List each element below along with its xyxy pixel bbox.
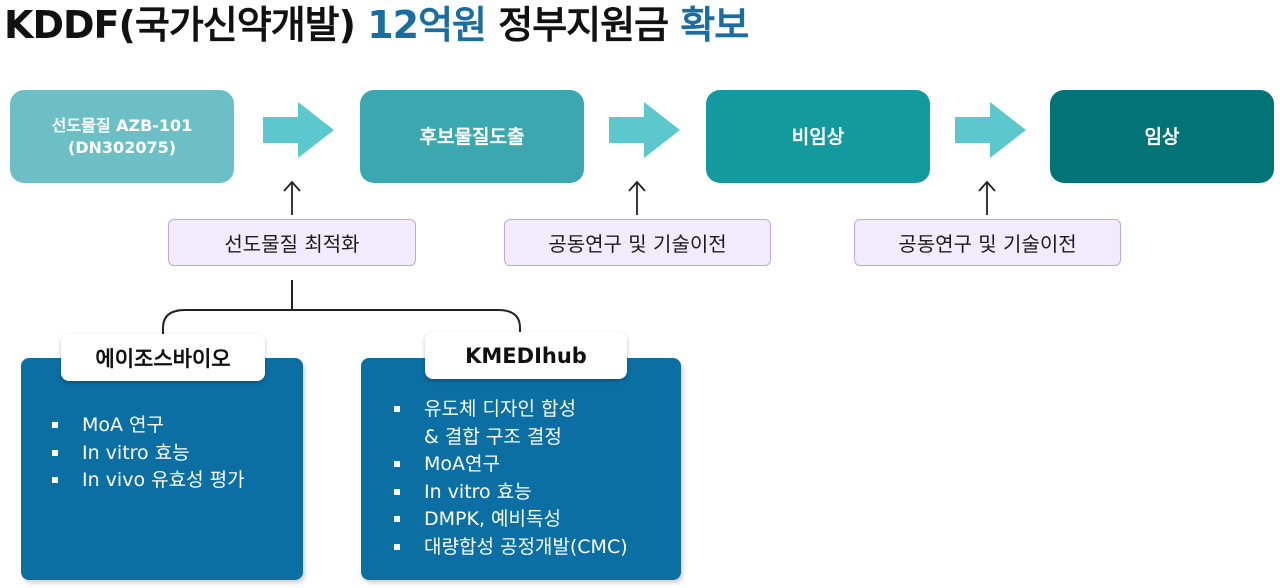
up-arrow-1 bbox=[283, 180, 301, 215]
pill-label: 선도물질 최적화 bbox=[224, 232, 360, 256]
task-item: MoA연구 bbox=[394, 451, 679, 479]
task-item: MoA 연구 bbox=[52, 412, 302, 440]
title-amount: 12억원 bbox=[367, 3, 487, 47]
title-part3: 정부지원금 bbox=[486, 3, 681, 47]
title-secured: 확보 bbox=[680, 3, 749, 47]
bullet-icon bbox=[394, 461, 400, 467]
stage-label: 비임상 bbox=[791, 125, 845, 148]
task-text: In vitro 효능 bbox=[424, 480, 532, 503]
task-item: In vivo 유효성 평가 bbox=[52, 467, 302, 495]
title-part1: KDDF(국가신약개발) bbox=[4, 3, 368, 47]
bullet-icon bbox=[394, 516, 400, 522]
bullet-icon bbox=[394, 488, 400, 495]
page-title: KDDF(국가신약개발) 12억원 정부지원금 확보 bbox=[4, 0, 749, 50]
flow-arrow-2 bbox=[609, 102, 680, 158]
partner-card-kmedihub bbox=[361, 358, 681, 580]
up-arrow-2 bbox=[628, 180, 646, 215]
partner-card-azos bbox=[21, 358, 303, 580]
task-text: 대량합성 공정개발(CMC) bbox=[424, 535, 628, 558]
partner-bracket bbox=[162, 280, 521, 336]
stage-label: 임상 bbox=[1144, 125, 1180, 148]
bullet-icon bbox=[52, 477, 58, 483]
up-arrow-3 bbox=[978, 180, 996, 215]
task-item: 유도체 디자인 합성 & 결합 구조 결정 bbox=[394, 396, 679, 451]
stage-clinical: 임상 bbox=[1050, 90, 1274, 183]
bullet-icon bbox=[394, 406, 400, 412]
partner-name-label: KMEDIhub bbox=[465, 343, 587, 368]
flow-arrow-3 bbox=[955, 102, 1026, 158]
pill-joint-research-1: 공동연구 및 기술이전 bbox=[504, 219, 771, 266]
task-text: In vivo 유효성 평가 bbox=[82, 469, 245, 491]
stage-label: 후보물질도출 bbox=[419, 125, 525, 148]
pill-lead-optimization: 선도물질 최적화 bbox=[168, 219, 416, 266]
task-text: 유도체 디자인 합성 & 결합 구조 결정 bbox=[424, 398, 576, 448]
stage-candidate-derivation: 후보물질도출 bbox=[360, 90, 584, 183]
partner-name-azos: 에이조스바이오 bbox=[61, 334, 265, 381]
task-text: In vitro 효능 bbox=[82, 441, 190, 464]
stage-preclinical: 비임상 bbox=[706, 90, 930, 183]
task-text: MoA 연구 bbox=[82, 414, 165, 436]
partner-task-list-azos: MoA 연구 In vitro 효능 In vivo 유효성 평가 bbox=[52, 412, 302, 495]
pill-label: 공동연구 및 기술이전 bbox=[548, 232, 727, 256]
task-item: 대량합성 공정개발(CMC) bbox=[394, 534, 679, 562]
bullet-icon bbox=[52, 422, 58, 428]
task-item: In vitro 효능 bbox=[52, 440, 302, 468]
partner-task-list-kmedihub: 유도체 디자인 합성 & 결합 구조 결정 MoA연구 In vitro 효능 … bbox=[394, 396, 679, 561]
task-item: In vitro 효능 bbox=[394, 479, 679, 507]
flow-arrow-1 bbox=[263, 102, 334, 158]
pill-joint-research-2: 공동연구 및 기술이전 bbox=[854, 219, 1121, 266]
bullet-icon bbox=[52, 449, 58, 456]
task-text: MoA연구 bbox=[424, 453, 500, 475]
task-item: DMPK, 예비독성 bbox=[394, 506, 679, 534]
task-text: DMPK, 예비독성 bbox=[424, 508, 561, 530]
stage-label: 선도물질 AZB-101 (DN302075) bbox=[51, 115, 193, 157]
partner-name-kmedihub: KMEDIhub bbox=[425, 332, 627, 379]
bullet-icon bbox=[394, 543, 400, 550]
stage-lead-compound: 선도물질 AZB-101 (DN302075) bbox=[10, 90, 234, 183]
pill-label: 공동연구 및 기술이전 bbox=[898, 232, 1077, 256]
partner-name-label: 에이조스바이오 bbox=[95, 346, 231, 371]
